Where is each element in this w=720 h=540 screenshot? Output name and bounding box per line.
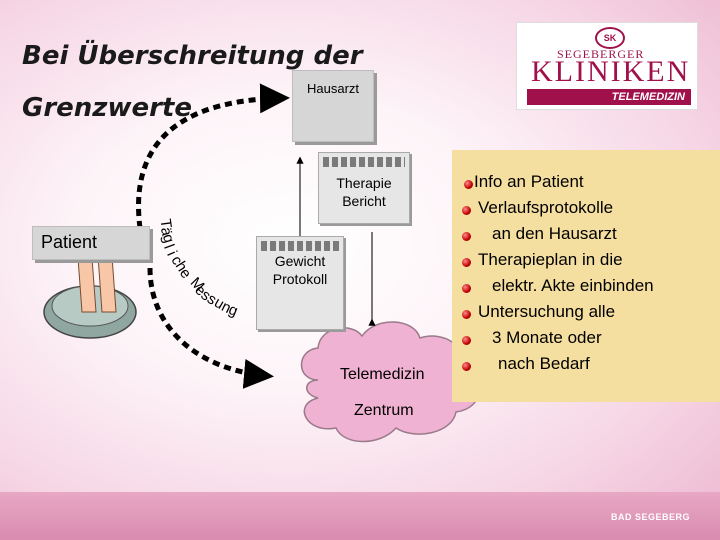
info-item: Untersuchung alle	[478, 302, 616, 321]
info-item: elektr. Akte einbinden	[492, 276, 654, 295]
scale-icon	[43, 255, 137, 339]
bullet-icon	[464, 180, 473, 189]
gewicht-protokoll-doc: Gewicht Protokoll	[256, 236, 344, 330]
bullet-icon	[462, 362, 471, 371]
bullet-icon	[462, 258, 471, 267]
bullet-icon	[462, 336, 471, 345]
info-item: nach Bedarf	[498, 354, 590, 373]
info-item: Info an Patient	[474, 172, 584, 191]
doc-lines	[261, 241, 339, 251]
info-item: Verlaufsprotokolle	[478, 198, 614, 217]
clinic-logo: SK SEGEBERGER KLINIKEN TELEMEDIZIN	[516, 22, 698, 110]
title-line-1: Bei Überschreitung der	[22, 41, 363, 71]
bullet-icon	[462, 310, 471, 319]
footer-city: BAD SEGEBERG	[610, 512, 690, 522]
therapie-bericht-doc: Therapie Bericht	[318, 152, 410, 224]
slide-title: Bei Überschreitung der Grenzwerte	[22, 30, 363, 134]
bullet-icon	[462, 284, 471, 293]
bullet-icon	[462, 232, 471, 241]
cloud-label-2: Zentrum	[354, 402, 414, 419]
therapie-label: Therapie	[336, 175, 392, 191]
info-panel: Info an Patient Verlaufsprotokolle an de…	[452, 150, 720, 402]
patient-box: Patient	[32, 226, 150, 260]
cloud-label-1: Telemedizin	[340, 366, 425, 383]
info-item: Therapieplan in die	[478, 250, 623, 269]
bullet-icon	[462, 206, 471, 215]
info-item: an den Hausarzt	[492, 224, 617, 243]
arrow-patient-to-hausarzt	[136, 83, 290, 229]
hausarzt-box: Hausarzt	[292, 70, 374, 142]
logo-band: TELEMEDIZIN	[527, 89, 691, 105]
title-line-2: Grenzwerte	[22, 93, 192, 123]
footer-band	[0, 492, 720, 540]
patient-label: Patient	[41, 232, 98, 252]
info-item: 3 Monate oder	[492, 328, 602, 347]
logo-top-text: SEGEBERGER	[557, 47, 645, 61]
doc-lines	[323, 157, 405, 167]
bericht-label: Bericht	[342, 193, 386, 209]
protokoll-label: Protokoll	[272, 271, 328, 287]
hausarzt-label: Hausarzt	[306, 81, 360, 96]
logo-seal: SK	[595, 27, 625, 49]
gewicht-label: Gewicht	[274, 253, 326, 269]
logo-main-text: KLINIKEN	[531, 55, 691, 88]
arrow-patient-to-cloud	[147, 267, 274, 389]
